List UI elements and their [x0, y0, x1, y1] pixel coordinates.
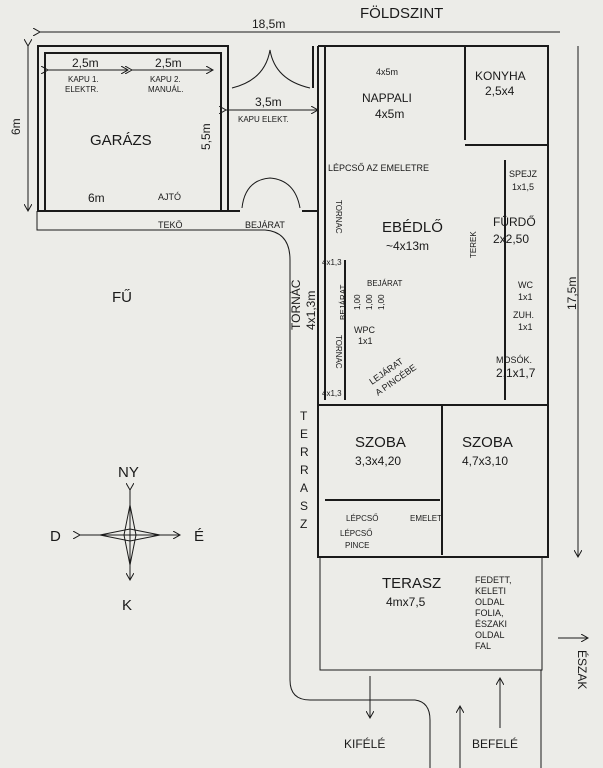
tornac1-size: 4x1,3 [322, 258, 342, 267]
tornac1-label: TORNAC [334, 200, 343, 234]
szoba2-label: SZOBA [462, 434, 513, 451]
pince-label: PINCE [345, 541, 369, 550]
terrace-side-label: T E R R A S Z [300, 409, 309, 531]
mosok-size: 2,1x1,7 [496, 366, 536, 380]
garage-label: GARÁZS [90, 132, 152, 149]
szoba1-label: SZOBA [355, 434, 406, 451]
compass-north-label: É [194, 528, 204, 545]
gate2-label: KAPU 2. [150, 75, 181, 84]
svg-text:E: E [300, 427, 308, 441]
compass-south-label: D [50, 528, 61, 545]
step-3: 1,00 [377, 294, 386, 310]
north-label: ÉSZAK [575, 650, 590, 689]
spejz-label: SPEJZ [509, 169, 538, 179]
wpc-label: WPC [354, 325, 375, 335]
svg-text:OLDAL: OLDAL [475, 597, 505, 607]
svg-text:ÉSZAKI: ÉSZAKI [475, 619, 507, 629]
lepcso-up-label: LÉPCSŐ [346, 514, 378, 523]
total-depth: 17,5m [565, 277, 579, 310]
gate1-width: 2,5m [72, 56, 99, 70]
furdo-label: FÜRDŐ [493, 214, 536, 229]
svg-text:KELETI: KELETI [475, 586, 506, 596]
szoba2-size: 4,7x3,10 [462, 454, 508, 468]
lawn-label: FŰ [112, 289, 132, 306]
nappali-size-top: 4x5m [376, 67, 398, 77]
gate1-type: ELEKTR. [65, 85, 98, 94]
entrance-area: 3,5m KAPU ELEKT. BEJÁRAT [226, 46, 318, 230]
compass-east-label: K [122, 597, 132, 614]
mosok-label: MOSÓK. [496, 355, 532, 365]
zuh-size: 1x1 [518, 322, 533, 332]
garage-depth: 5,5m [199, 123, 213, 150]
bejarat-inner-label: BEJÁRAT [367, 279, 403, 288]
step-2: 1,00 [365, 294, 374, 310]
gate3-width: 3,5m [255, 95, 282, 109]
svg-text:A: A [300, 481, 308, 495]
terasz-label: TERASZ [382, 575, 441, 592]
ebedlo-size: ~4x13m [386, 239, 429, 253]
garage-door-label: AJTÓ [158, 192, 181, 202]
total-width: 18,5m [252, 17, 285, 31]
gate1-label: KAPU 1. [68, 75, 99, 84]
terasz-size: 4mx7,5 [386, 595, 426, 609]
szoba1-size: 3,3x4,20 [355, 454, 401, 468]
in-label: BEFELÉ [472, 736, 518, 751]
emelet-label: EMELET [410, 514, 442, 523]
svg-text:Z: Z [300, 517, 307, 531]
bejarat-side-label: BEJÁRAT [339, 284, 348, 320]
konyha-size: 2,5x4 [485, 84, 515, 98]
step-1: 1,00 [353, 294, 362, 310]
konyha-label: KONYHA [475, 69, 526, 83]
tornac2-size: 4x1,3 [322, 389, 342, 398]
ebedlo-label: EBÉDLŐ [382, 219, 443, 236]
entrance-label: BEJÁRAT [245, 220, 285, 230]
svg-text:FAL: FAL [475, 641, 491, 651]
stairs-up-label: LÉPCSŐ AZ EMELETRE [328, 163, 429, 173]
wc-label: WC [518, 280, 533, 290]
svg-text:R: R [300, 445, 309, 459]
wc-size: 1x1 [518, 292, 533, 302]
plan-title: FÖLDSZINT [360, 4, 443, 22]
svg-text:FOLIA,: FOLIA, [475, 608, 504, 618]
furdo-size: 2x2,50 [493, 232, 529, 246]
svg-text:OLDAL: OLDAL [475, 630, 505, 640]
terrace [319, 556, 543, 671]
lepcso-down-label: LÉPCSŐ [340, 529, 372, 538]
compass-west-label: NY [118, 464, 139, 481]
garage: 6m 2,5m 2,5m KAPU 1. ELEKTR. KAPU 2. MAN… [9, 46, 229, 230]
spejz-size: 1x1,5 [512, 182, 534, 192]
garage-width: 6m [88, 191, 105, 205]
svg-text:R: R [300, 463, 309, 477]
tornac-side-size: 4x1,3m [304, 291, 318, 330]
wpc-size: 1x1 [358, 336, 373, 346]
compass-icon [80, 490, 180, 580]
svg-text:T: T [300, 409, 308, 423]
svg-text:S: S [300, 499, 308, 513]
nappali-label: NAPPALI [362, 91, 412, 105]
tornac2-label: TORNAC [334, 335, 343, 369]
teko-label: TEKÖ [158, 220, 183, 230]
garage-height: 6m [9, 118, 23, 135]
gate2-width: 2,5m [155, 56, 182, 70]
gate3-label: KAPU ELEKT. [238, 115, 289, 124]
terasz-note: FEDETT, KELETI OLDAL FOLIA, ÉSZAKI OLDAL… [475, 575, 512, 651]
nappali-size: 4x5m [375, 107, 404, 121]
path-outline [36, 211, 431, 768]
svg-text:FEDETT,: FEDETT, [475, 575, 512, 585]
out-label: KIFÉLÉ [344, 736, 385, 751]
tornac-outer-label: TORNÁC [288, 279, 303, 330]
zuh-label: ZUH. [513, 310, 534, 320]
house [317, 45, 549, 558]
gate2-type: MANUÁL. [148, 85, 184, 94]
terek-label: TEREK [469, 231, 478, 258]
